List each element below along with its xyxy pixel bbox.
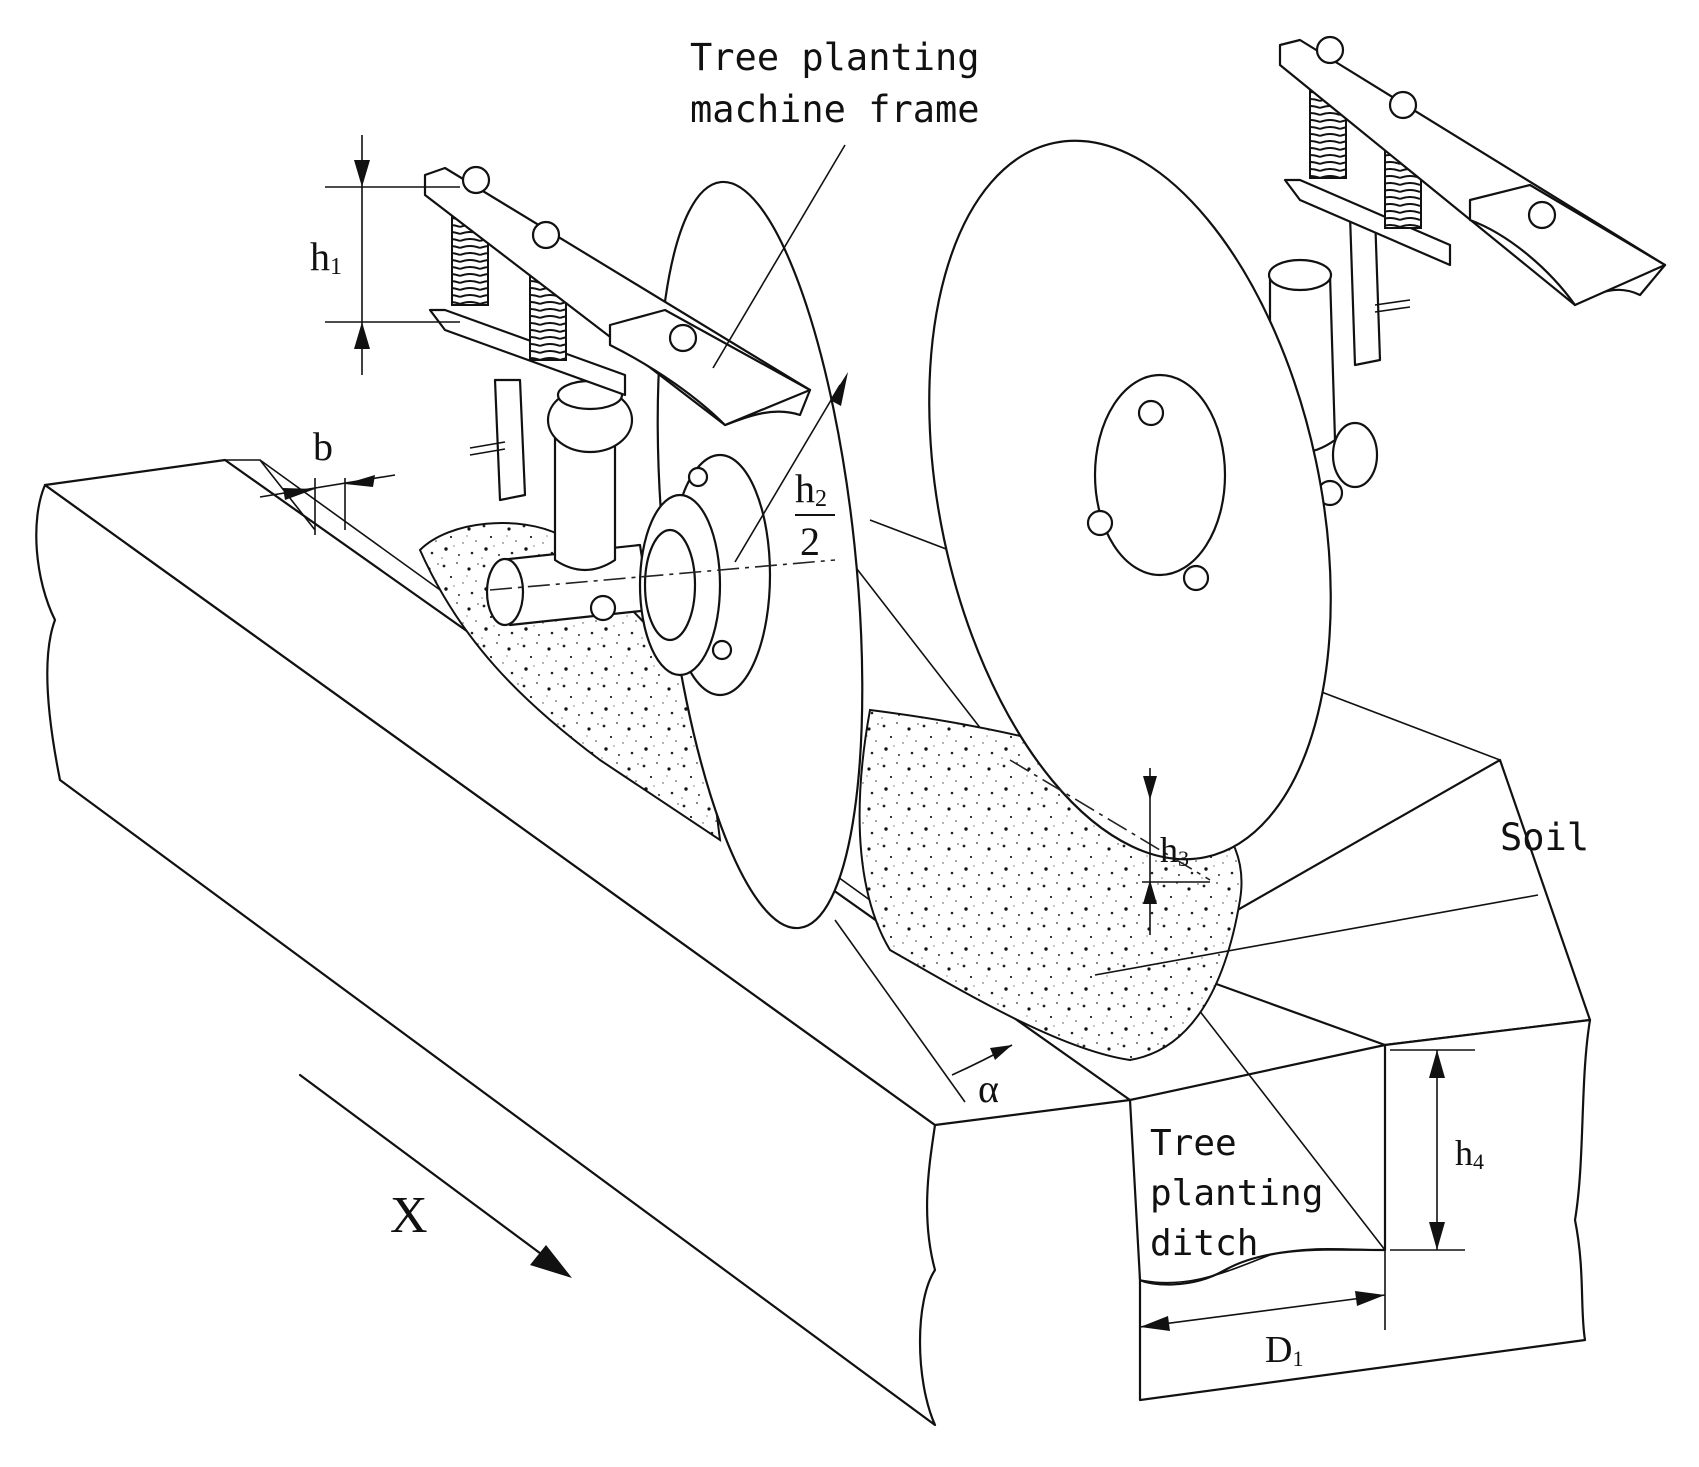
direction-arrow-line xyxy=(298,1073,562,1270)
h1-main: h xyxy=(310,234,330,279)
h1-sub: 1 xyxy=(330,254,342,280)
h3-label: h3 xyxy=(1160,830,1189,871)
axle-centerline xyxy=(489,559,836,591)
right-frame-bolt-3 xyxy=(1527,200,1557,230)
labels: Tree planting machine frame Soil Tree pl… xyxy=(310,36,1589,1371)
d1-sub: 1 xyxy=(1292,1346,1303,1371)
d1-label: D1 xyxy=(1265,1329,1303,1371)
right-hub-plate xyxy=(1093,373,1227,577)
dimension-lines xyxy=(259,135,1539,1355)
h2-sub: 2 xyxy=(815,486,827,512)
h1-arrow-bottom xyxy=(354,322,370,349)
frame-extension-plate xyxy=(608,308,812,427)
frame-bolt-3 xyxy=(668,323,698,353)
frame-bolt-1 xyxy=(461,165,491,195)
alpha-arrow xyxy=(990,1045,1012,1060)
hub-inner xyxy=(643,528,697,642)
h2-main: h xyxy=(795,466,815,511)
h2-arrow xyxy=(830,372,848,406)
soil-leader-line xyxy=(1094,894,1539,976)
left-ridge-front-face xyxy=(35,483,937,1427)
lower-plate-right xyxy=(1283,178,1452,267)
ditch-floor-line xyxy=(1139,1247,1386,1284)
ditch-label-line1: Tree xyxy=(1150,1123,1237,1164)
h2-dim-line xyxy=(734,384,841,563)
right-frame-bolt-2 xyxy=(1388,90,1418,120)
right-shaft-top xyxy=(1267,258,1333,292)
shaft-bolt xyxy=(589,594,617,622)
direction-label: X xyxy=(390,1187,428,1244)
h3-main: h xyxy=(1160,830,1178,870)
frame-leader-line xyxy=(712,144,846,369)
axle-end xyxy=(485,557,525,627)
b-arrow-left xyxy=(283,488,315,500)
soil-label: Soil xyxy=(1500,816,1589,859)
soil-contact-line xyxy=(1009,759,1211,881)
right-disc-assembly xyxy=(928,35,1667,861)
right-hub-bolt-3 xyxy=(1182,564,1210,592)
h4-arrow-bottom xyxy=(1429,1222,1445,1250)
h3-arrow-bottom xyxy=(1143,880,1157,904)
d1-arrow-left xyxy=(1140,1316,1170,1331)
right-bracket-bolt xyxy=(1374,299,1411,313)
hub-bolt-top xyxy=(687,466,709,488)
alpha-line-1 xyxy=(834,919,966,1103)
h2-denominator: 2 xyxy=(800,519,820,564)
h4-label: h4 xyxy=(1455,1133,1484,1174)
h4-sub: 4 xyxy=(1473,1149,1484,1174)
bracket-bolt xyxy=(469,441,506,456)
frame-bolt-2 xyxy=(531,220,561,250)
right-bracket xyxy=(1348,213,1382,367)
left-bracket xyxy=(493,378,527,502)
ground-ridge xyxy=(35,458,1592,1427)
h4-arrow-top xyxy=(1429,1050,1445,1078)
d1-main: D xyxy=(1265,1329,1292,1371)
hub-bolt-bottom xyxy=(711,639,733,661)
h1-arrow-top xyxy=(354,160,370,187)
right-hub-bolt-2 xyxy=(1086,509,1114,537)
lower-plate-left xyxy=(428,308,627,397)
right-shaft-clamp xyxy=(1331,421,1379,489)
ditch-label-line2: planting xyxy=(1150,1173,1323,1214)
h4-main: h xyxy=(1455,1133,1473,1173)
b-arrow-right xyxy=(345,475,375,487)
h3-sub: 3 xyxy=(1178,846,1189,871)
h3-arrow-top xyxy=(1143,776,1157,800)
direction-arrowhead xyxy=(530,1245,572,1278)
frame-extension-plate-right xyxy=(1468,183,1667,307)
left-disc-assembly xyxy=(423,165,864,930)
h1-label: h1 xyxy=(310,234,342,280)
frame-label-line1: Tree planting xyxy=(690,36,980,79)
b-label: b xyxy=(313,424,333,469)
ditch-label-line3: ditch xyxy=(1150,1223,1258,1264)
h2-label: h2 xyxy=(795,466,827,512)
left-vertical-shaft xyxy=(553,418,617,571)
d1-arrow-right xyxy=(1355,1291,1385,1306)
d1-dim-line xyxy=(1139,1294,1386,1328)
right-hub-bolt-1 xyxy=(1137,399,1165,427)
right-frame-bolt-1 xyxy=(1315,35,1345,65)
frame-label-line2: machine frame xyxy=(690,88,980,131)
alpha-label: α xyxy=(978,1066,999,1111)
